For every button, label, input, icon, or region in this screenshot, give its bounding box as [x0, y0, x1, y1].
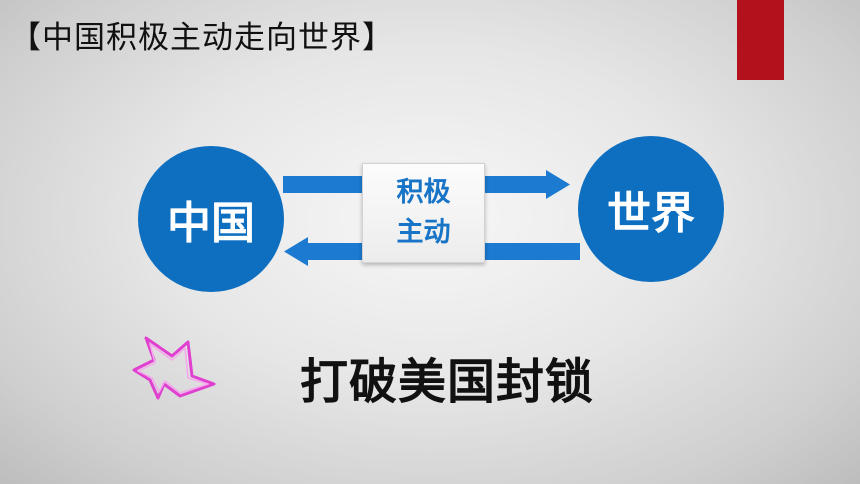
- pink-outline-arrow-icon: [132, 336, 216, 400]
- page-title: 【中国积极主动走向世界】: [10, 20, 394, 56]
- arrow-to-world: [283, 170, 570, 199]
- center-label-line1: 积极: [396, 177, 451, 208]
- center-label-box: 积极 主动: [362, 163, 485, 263]
- arrow-to-china: [284, 237, 580, 266]
- slogan-text: 打破美国封锁: [300, 354, 595, 410]
- node-world: 世界: [578, 136, 724, 282]
- red-accent-tab: [737, 0, 784, 80]
- node-china: 中国: [138, 146, 284, 292]
- center-label-line2: 主动: [396, 217, 451, 248]
